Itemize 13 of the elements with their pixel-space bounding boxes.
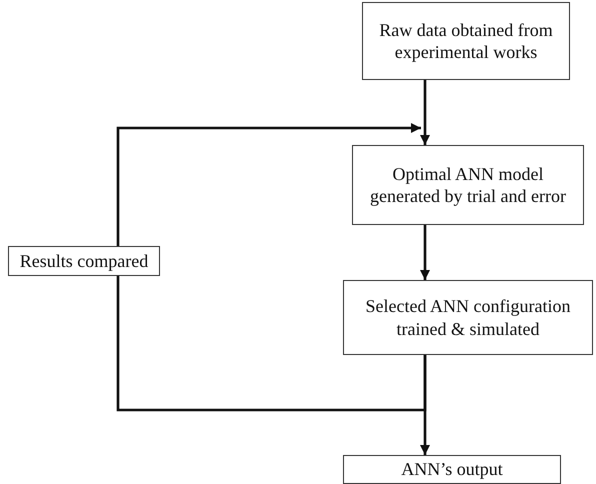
- process-box: [362, 2, 570, 80]
- arrow: [420, 225, 430, 280]
- arrow: [420, 80, 430, 145]
- box-label: Raw data obtained from experimental works: [378, 18, 554, 64]
- process-box: [8, 246, 160, 276]
- box-label: Optimal ANN model generated by trial and error: [369, 162, 567, 208]
- box-label: Results compared: [20, 250, 148, 272]
- process-box: [343, 280, 593, 355]
- box-label: ANN’s output: [401, 458, 503, 481]
- arrow: [116, 123, 421, 246]
- process-box: [352, 145, 584, 225]
- process-box: [343, 455, 561, 484]
- box-label: Selected ANN configuration trained & simulated: [364, 295, 572, 340]
